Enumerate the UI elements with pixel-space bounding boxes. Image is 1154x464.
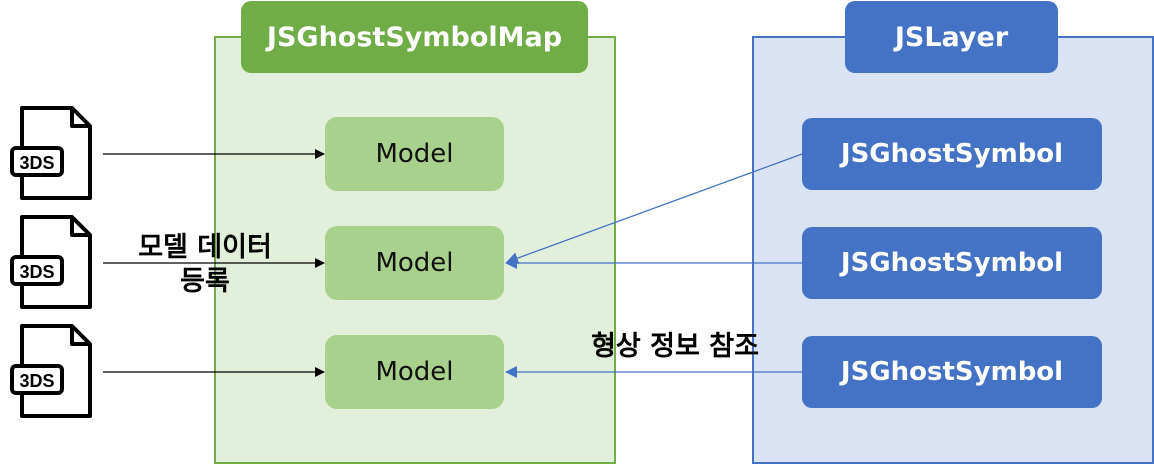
register-model-data-label: 모델 데이터 등록 bbox=[110, 231, 300, 299]
model-box-1: Model bbox=[325, 117, 504, 191]
ghost-symbol-box-3: JSGhostSymbol bbox=[802, 336, 1102, 408]
reference-arrow-diagonal bbox=[506, 153, 803, 264]
register-label-line-1: 모델 데이터 bbox=[138, 232, 272, 263]
model-box-3: Model bbox=[325, 335, 504, 409]
file-label-2: 3DS bbox=[19, 262, 54, 282]
file-3ds-icon-2: 3DS bbox=[10, 215, 92, 309]
ghost-symbol-map-title: JSGhostSymbolMap bbox=[241, 1, 588, 73]
shape-info-reference-label: 형상 정보 참조 bbox=[591, 331, 759, 362]
file-label-3: 3DS bbox=[19, 371, 54, 391]
file-3ds-icon-3: 3DS bbox=[10, 324, 92, 418]
js-layer-title: JSLayer bbox=[845, 1, 1058, 73]
model-box-2: Model bbox=[325, 226, 504, 300]
register-label-line-2: 등록 bbox=[180, 266, 230, 297]
ghost-symbol-box-1: JSGhostSymbol bbox=[802, 118, 1102, 190]
file-label-1: 3DS bbox=[19, 153, 54, 173]
ghost-symbol-box-2: JSGhostSymbol bbox=[802, 227, 1102, 299]
file-3ds-icon-1: 3DS bbox=[10, 106, 92, 200]
